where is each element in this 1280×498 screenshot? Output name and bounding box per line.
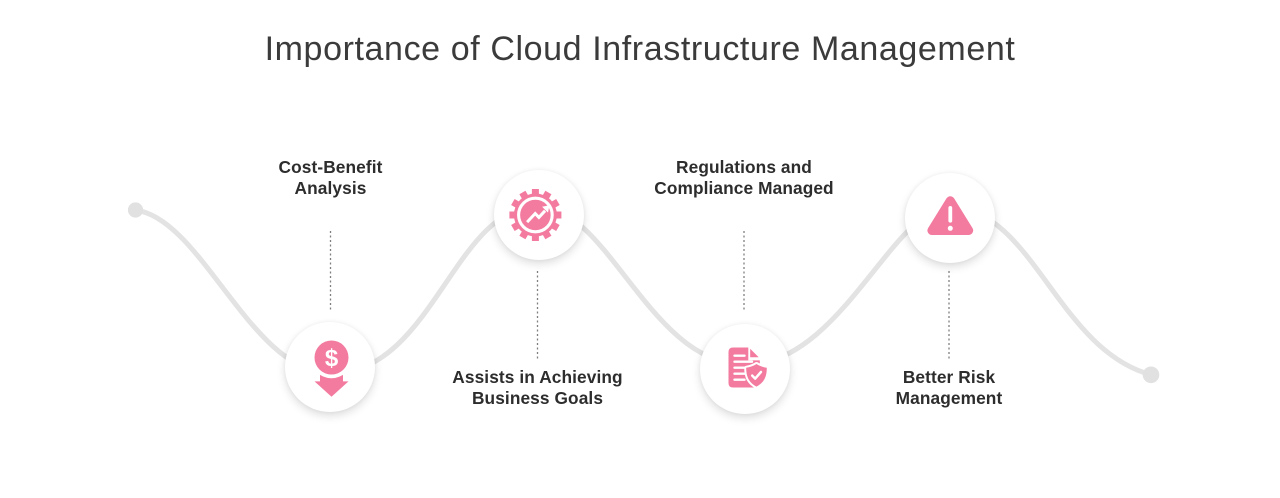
svg-text:$: $ [325, 345, 339, 372]
